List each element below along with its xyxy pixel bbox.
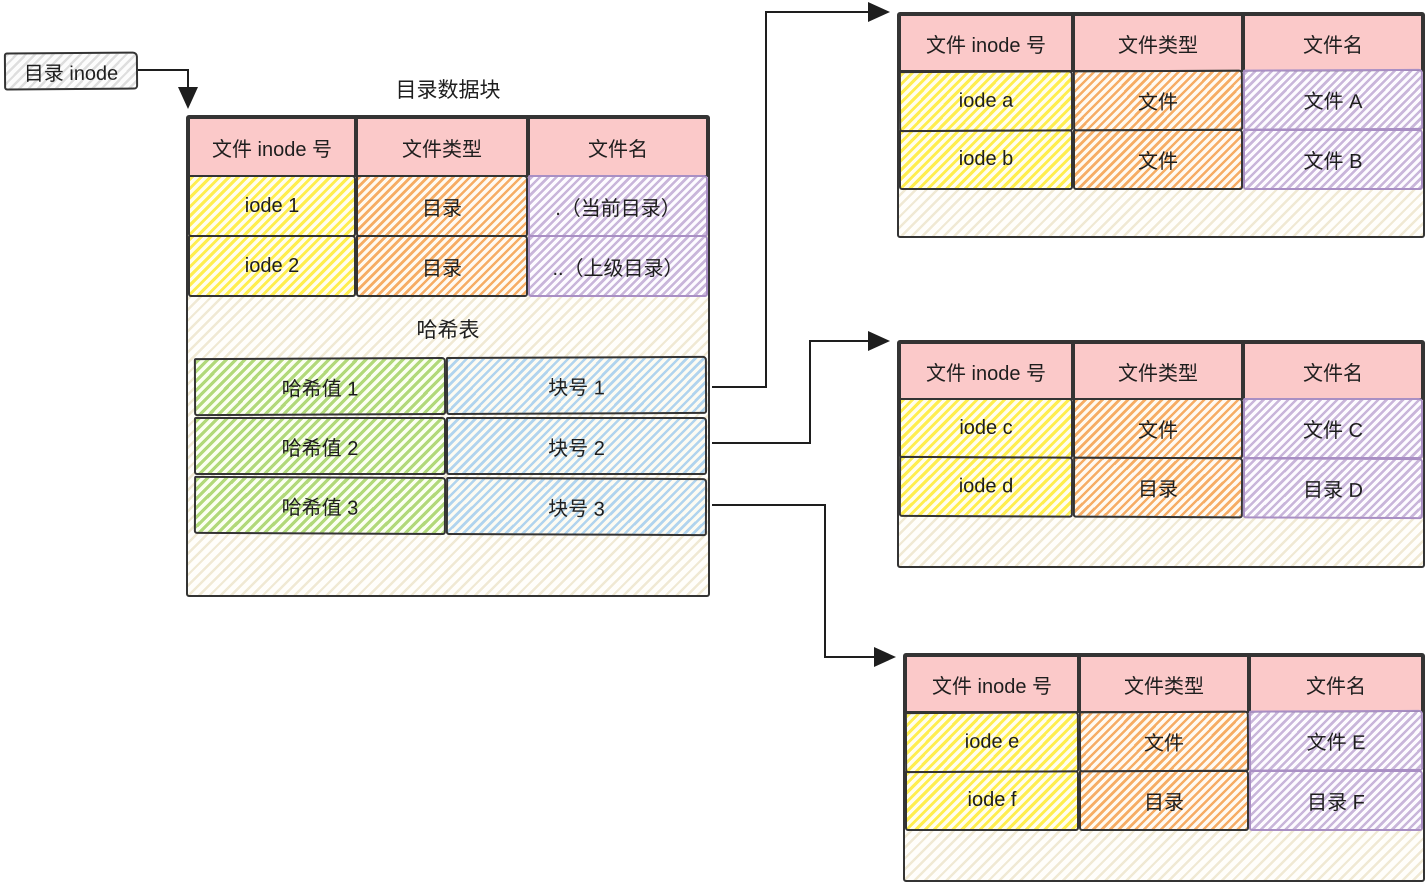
- cell-block-number: 块号 1: [445, 355, 708, 416]
- cell-type: 文件: [1078, 710, 1250, 773]
- table-header-row: 文件 inode 号 文件类型 文件名: [899, 342, 1423, 400]
- table-row: iode a 文件 文件 A: [898, 68, 1424, 133]
- cell-name: 文件 E: [1248, 709, 1424, 772]
- header-cell-type: 文件类型: [1073, 342, 1243, 400]
- cell-name: ..（上级目录）: [528, 235, 708, 297]
- cell-name: 目录 D: [1242, 457, 1424, 520]
- cell-inode: iode a: [898, 70, 1074, 133]
- table-row: iode 1 目录 .（当前目录）: [188, 175, 708, 237]
- header-cell-inode: 文件 inode 号: [899, 342, 1073, 400]
- block-table-2: 文件 inode 号 文件类型 文件名 iode c 文件 文件 C iode …: [897, 340, 1425, 568]
- table-row: iode d 目录 目录 D: [898, 455, 1424, 520]
- header-cell-name: 文件名: [528, 117, 708, 177]
- arrow-inode-to-main-table: [138, 69, 198, 109]
- cell-inode: iode b: [899, 129, 1073, 190]
- hash-row: 哈希值 3 块号 3: [193, 475, 708, 537]
- cell-block-number: 块号 3: [445, 476, 708, 537]
- header-cell-type: 文件类型: [356, 117, 528, 177]
- cell-hash-value: 哈希值 1: [193, 357, 447, 417]
- header-cell-type: 文件类型: [1079, 655, 1249, 713]
- cell-type: 文件: [1073, 398, 1243, 459]
- cell-inode: iode d: [898, 455, 1074, 518]
- cell-block-number: 块号 2: [446, 417, 707, 475]
- cell-type: 目录: [1072, 456, 1244, 519]
- cell-inode: iode 1: [188, 175, 356, 237]
- arrow-block1-to-table1: [712, 2, 890, 388]
- cell-hash-value: 哈希值 2: [194, 417, 446, 475]
- header-cell-inode: 文件 inode 号: [905, 655, 1079, 713]
- cell-type: 文件: [1072, 69, 1244, 132]
- table-row: iode e 文件 文件 E: [904, 709, 1424, 774]
- header-cell-inode: 文件 inode 号: [899, 14, 1073, 72]
- cell-inode: iode e: [904, 711, 1080, 774]
- header-cell-inode: 文件 inode 号: [188, 117, 356, 177]
- dir-inode-label: 目录 inode: [23, 62, 119, 85]
- directory-data-block-table: 文件 inode 号 文件类型 文件名 iode 1 目录 .（当前目录） io…: [186, 115, 710, 597]
- cell-name: 文件 A: [1242, 68, 1424, 131]
- arrow-block3-to-table3: [712, 504, 896, 667]
- table-header-row: 文件 inode 号 文件类型 文件名: [905, 655, 1423, 713]
- cell-inode: iode 2: [188, 235, 356, 297]
- table-row: iode c 文件 文件 C: [899, 398, 1423, 459]
- cell-type: 目录: [1079, 770, 1249, 831]
- cell-name: .（当前目录）: [528, 175, 708, 237]
- cell-type: 文件: [1073, 129, 1243, 190]
- arrow-block2-to-table2: [712, 331, 890, 444]
- block-table-1: 文件 inode 号 文件类型 文件名 iode a 文件 文件 A iode …: [897, 12, 1425, 238]
- cell-name: 文件 C: [1243, 398, 1423, 459]
- header-cell-name: 文件名: [1243, 342, 1423, 400]
- cell-name: 文件 B: [1243, 129, 1423, 190]
- table-header-row: 文件 inode 号 文件类型 文件名: [899, 14, 1423, 72]
- hash-row: 哈希值 2 块号 2: [194, 417, 707, 475]
- table-header-row: 文件 inode 号 文件类型 文件名: [188, 117, 708, 177]
- cell-type: 目录: [356, 175, 528, 237]
- hash-table-title: 哈希表: [416, 319, 480, 342]
- cell-hash-value: 哈希值 3: [193, 475, 447, 535]
- dir-inode-box: 目录 inode: [3, 51, 139, 91]
- table-row: iode 2 目录 ..（上级目录）: [188, 235, 708, 297]
- header-cell-name: 文件名: [1243, 14, 1423, 72]
- table-row: iode f 目录 目录 F: [905, 770, 1423, 831]
- header-cell-name: 文件名: [1249, 655, 1423, 713]
- hash-row: 哈希值 1 块号 1: [193, 355, 708, 417]
- cell-inode: iode c: [899, 398, 1073, 459]
- cell-inode: iode f: [905, 770, 1079, 831]
- block-table-3: 文件 inode 号 文件类型 文件名 iode e 文件 文件 E iode …: [903, 653, 1425, 882]
- main-table-title: 目录数据块: [395, 79, 501, 102]
- cell-name: 目录 F: [1249, 770, 1423, 831]
- header-cell-type: 文件类型: [1073, 14, 1243, 72]
- cell-type: 目录: [356, 235, 528, 297]
- table-row: iode b 文件 文件 B: [899, 129, 1423, 190]
